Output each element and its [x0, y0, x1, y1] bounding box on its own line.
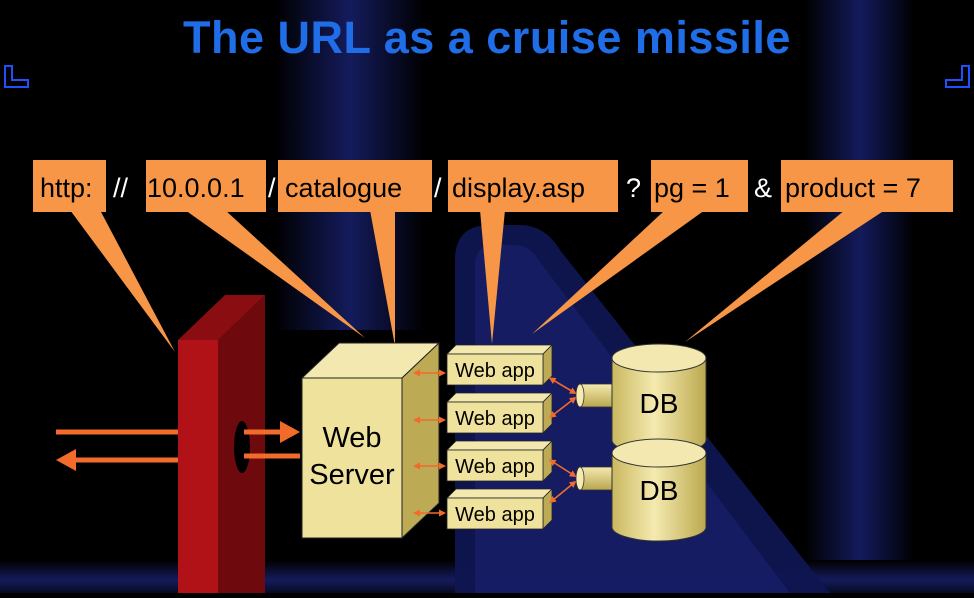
arrow-outbound-head-icon: [56, 449, 76, 471]
url-segment-param-product: product = 7: [785, 173, 921, 203]
db-label-2: DB: [640, 475, 679, 506]
db-cylinder-2-top: [611, 438, 707, 468]
url-text: http: // 10.0.0.1 / catalogue / display.…: [40, 173, 921, 203]
web-app-front: [446, 401, 544, 434]
db-label-1: DB: [640, 388, 679, 419]
web-app-top: [446, 344, 553, 355]
url-separator-slash-2: /: [434, 173, 442, 203]
corner-bracket-right-icon: [945, 65, 970, 88]
pointer-http: [70, 210, 175, 352]
web-app-label: Web app: [455, 408, 535, 430]
web-app-front: [446, 353, 544, 386]
db-connector-1: [579, 383, 613, 408]
url-segment-param-pg: pg = 1: [654, 173, 730, 203]
url-segment-directory: catalogue: [285, 173, 402, 203]
firewall: [178, 295, 265, 593]
url-callouts: [33, 160, 953, 212]
arrow-inbound-head-icon: [280, 421, 300, 443]
firewall-hole: [234, 421, 250, 473]
firewall-top: [178, 295, 265, 340]
app-db-arrows: [548, 377, 577, 504]
web-app-front: [446, 449, 544, 482]
web-server-front: [301, 377, 403, 539]
db-connector-2: [579, 466, 613, 491]
web-server: Web Server: [300, 341, 441, 540]
db-connector-1-cap: [575, 383, 585, 408]
url-separator-ampersand: &: [754, 173, 772, 203]
callout-pointers: [70, 210, 885, 352]
url-segment-scheme: http:: [40, 173, 93, 203]
pointer-product: [685, 210, 885, 342]
app-db-arrow-4: [549, 480, 577, 504]
web-app-box: Web app: [446, 440, 553, 482]
db-cylinder-1-top: [611, 343, 707, 373]
callout-box-pg: [651, 160, 748, 212]
url-separator-query: ?: [626, 173, 641, 203]
web-app-box: Web app: [446, 488, 553, 530]
pointer-pg: [532, 210, 705, 334]
app-db-arrow-3: [548, 459, 577, 478]
pipe-right-vertical: [805, 0, 915, 593]
callout-box-product: [781, 160, 953, 212]
client-traffic: [56, 421, 300, 471]
web-app-label: Web app: [455, 504, 535, 526]
pointer-display: [480, 210, 505, 344]
slide-title: The URL as a cruise missile: [183, 12, 791, 63]
firewall-front: [178, 340, 218, 593]
databases: DB DB: [611, 343, 707, 542]
app-db-arrow-1: [548, 377, 577, 395]
web-app-top: [446, 392, 553, 403]
url-segment-host: 10.0.0.1: [147, 173, 245, 203]
web-server-label-line2: Server: [309, 459, 395, 491]
callout-box-display: [448, 160, 618, 212]
url-segment-file: display.asp: [452, 173, 585, 203]
corner-bracket-left-icon: [4, 65, 29, 88]
app-db-arrow-2: [549, 396, 577, 419]
db-connector-2-cap: [575, 466, 585, 491]
web-app-box: Web app: [446, 344, 553, 386]
server-app-arrows: [413, 369, 446, 517]
url-separator-slash-1: /: [268, 173, 276, 203]
db-cylinder-2-body: [611, 452, 707, 542]
web-app-front: [446, 497, 544, 530]
web-app-top: [446, 488, 553, 499]
web-app-box: Web app: [446, 392, 553, 434]
callout-box-ip: [146, 160, 266, 212]
callout-box-http: [33, 160, 106, 212]
db-connectors: [575, 383, 613, 491]
web-app-label: Web app: [455, 456, 535, 478]
web-app-label: Web app: [455, 360, 535, 382]
url-separator-slashes: //: [113, 173, 129, 203]
pointer-catalogue: [370, 210, 395, 346]
web-app-top: [446, 440, 553, 451]
web-server-label-line1: Web: [322, 422, 381, 454]
callout-box-catalogue: [278, 160, 432, 212]
pointer-ip: [185, 210, 365, 338]
